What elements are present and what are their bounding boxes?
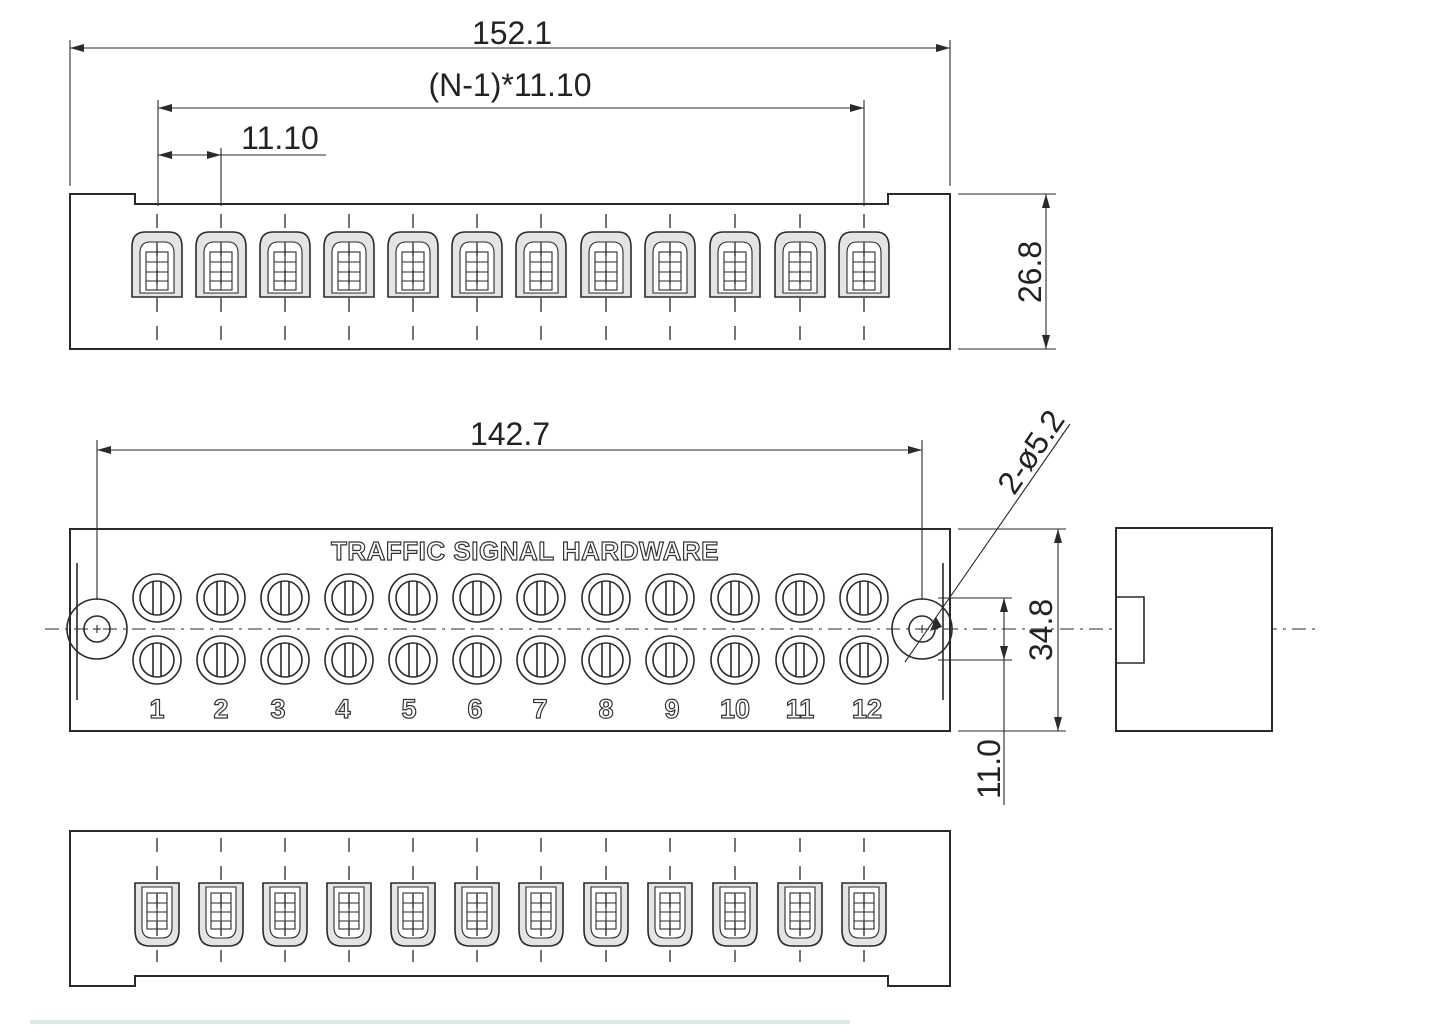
terminal-number: 1 bbox=[149, 694, 164, 724]
bottom-socket bbox=[390, 882, 436, 947]
bottom-socket bbox=[712, 882, 758, 947]
terminal-screw bbox=[710, 635, 760, 685]
terminal-screw bbox=[132, 573, 182, 623]
front-height-label: 34.8 bbox=[1023, 599, 1059, 661]
pitch-dimension: 11.10 bbox=[158, 120, 326, 206]
terminal-screw bbox=[516, 573, 566, 623]
terminal-number: 6 bbox=[467, 694, 482, 724]
terminal-screw bbox=[324, 635, 374, 685]
terminal-number: 7 bbox=[532, 694, 547, 724]
bottom-socket bbox=[647, 882, 693, 947]
terminal-screw bbox=[260, 635, 310, 685]
overall-length-label: 152.1 bbox=[472, 15, 552, 51]
terminal-number: 11 bbox=[786, 694, 815, 724]
side-depth-label: 11.0 bbox=[971, 739, 1007, 799]
terminal-screw bbox=[645, 573, 695, 623]
terminal-screw bbox=[452, 573, 502, 623]
bottom-view bbox=[69, 830, 951, 987]
top-socket bbox=[323, 231, 375, 298]
mount-span-label: 142.7 bbox=[470, 416, 550, 452]
scan-edge-strip bbox=[30, 1020, 850, 1024]
top-socket bbox=[580, 231, 632, 298]
terminal-screw bbox=[388, 573, 438, 623]
terminal-screw bbox=[775, 635, 825, 685]
bottom-socket bbox=[777, 882, 823, 947]
top-socket bbox=[259, 231, 311, 298]
terminal-screw bbox=[581, 635, 631, 685]
terminal-screw bbox=[260, 573, 310, 623]
terminal-number: 10 bbox=[720, 694, 750, 724]
pitch-total-dimension: (N-1)*11.10 bbox=[157, 67, 865, 206]
terminal-number: 8 bbox=[598, 694, 613, 724]
top-socket bbox=[644, 231, 696, 298]
terminal-screw bbox=[581, 573, 631, 623]
top-socket bbox=[774, 231, 826, 298]
terminal-screw bbox=[710, 573, 760, 623]
top-socket bbox=[387, 231, 439, 298]
bottom-socket bbox=[198, 882, 244, 947]
terminal-number: 12 bbox=[852, 694, 882, 724]
hole-spec-label: 2-ø5.2 bbox=[990, 403, 1072, 500]
top-view-centerlines bbox=[156, 214, 865, 340]
terminal-screw bbox=[324, 573, 374, 623]
bottom-socket bbox=[262, 882, 308, 947]
top-socket bbox=[451, 231, 503, 298]
bottom-view-centerlines bbox=[156, 838, 865, 962]
top-view-sockets bbox=[131, 231, 890, 298]
terminal-number: 2 bbox=[213, 694, 228, 724]
terminal-screw bbox=[516, 635, 566, 685]
pitch-total-label: (N-1)*11.10 bbox=[428, 67, 591, 103]
terminal-number: 5 bbox=[401, 694, 416, 724]
brand-label: TRAFFIC SIGNAL HARDWARE bbox=[331, 536, 719, 566]
top-view bbox=[69, 193, 951, 350]
top-socket bbox=[131, 231, 183, 298]
top-socket bbox=[195, 231, 247, 298]
top-height-dimension: 26.8 bbox=[958, 193, 1056, 350]
front-view: TRAFFIC SIGNAL HARDWARE 1 2 3 4 5 6 7 8 … bbox=[66, 528, 953, 732]
front-height-dimension: 34.8 bbox=[958, 528, 1066, 732]
terminal-screw bbox=[132, 635, 182, 685]
terminal-screw bbox=[839, 635, 889, 685]
terminal-number: 3 bbox=[270, 694, 285, 724]
terminal-screw bbox=[645, 635, 695, 685]
top-socket bbox=[709, 231, 761, 298]
bottom-socket bbox=[518, 882, 564, 947]
terminal-screw bbox=[452, 635, 502, 685]
pitch-label: 11.10 bbox=[241, 120, 319, 156]
terminal-numbers: 1 2 3 4 5 6 7 8 9 10 11 12 bbox=[149, 693, 883, 724]
top-socket bbox=[515, 231, 567, 298]
terminal-screw bbox=[775, 573, 825, 623]
top-height-label: 26.8 bbox=[1012, 241, 1048, 303]
bottom-socket bbox=[134, 882, 180, 947]
overall-length-dimension: 152.1 bbox=[69, 15, 951, 186]
side-view bbox=[1115, 527, 1273, 732]
terminal-screw bbox=[196, 635, 246, 685]
terminal-screw bbox=[839, 573, 889, 623]
terminal-screw bbox=[388, 635, 438, 685]
mount-span-dimension: 142.7 bbox=[96, 416, 923, 600]
terminal-number: 4 bbox=[335, 694, 350, 724]
terminal-screws bbox=[132, 573, 889, 685]
terminal-screw bbox=[196, 573, 246, 623]
bottom-socket bbox=[841, 882, 887, 947]
top-socket bbox=[838, 231, 890, 298]
bottom-socket bbox=[326, 882, 372, 947]
side-depth-dimension: 11.0 bbox=[938, 597, 1012, 805]
bottom-socket bbox=[454, 882, 500, 947]
bottom-socket bbox=[583, 882, 629, 947]
terminal-number: 9 bbox=[664, 694, 679, 724]
